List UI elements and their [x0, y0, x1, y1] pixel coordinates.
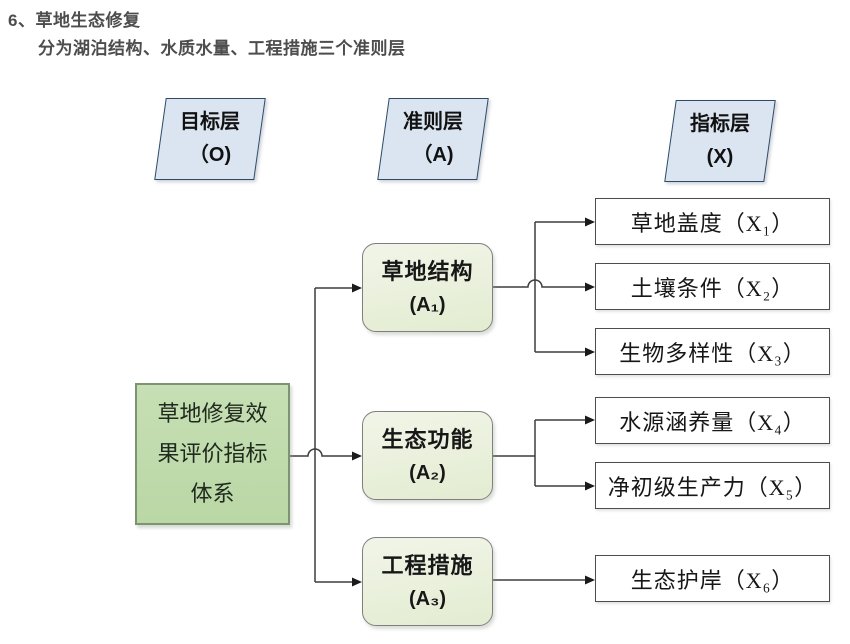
indicator-box-x3: 生物多样性（X₃） — [595, 328, 830, 375]
section-title: 6、草地生态修复 — [8, 11, 141, 30]
goal-label: 草地修复效果评价指标体系 — [157, 401, 268, 506]
arrowhead-a2 — [352, 451, 362, 461]
layer-header-criteria: 准则层 （A) — [377, 98, 489, 180]
layer-code: （A) — [412, 144, 454, 166]
criteria-code: (A₂) — [409, 461, 446, 484]
arrowhead-a3 — [352, 577, 362, 587]
indicator-box-x1: 草地盖度（X₁） — [595, 198, 830, 245]
arrowhead-x1 — [585, 217, 595, 227]
indicator-box-x4: 水源涵养量（X₄） — [595, 397, 830, 444]
layer-code: （O) — [188, 144, 232, 166]
indicator-label: 生物多样性（X₃） — [619, 340, 806, 366]
arrowhead-x6 — [585, 575, 595, 585]
criteria-box-a3: 工程措施 (A₃) — [362, 537, 493, 626]
arrowhead-x3 — [585, 347, 595, 357]
layer-label: 指标层 — [690, 113, 750, 135]
criteria-label: 工程措施 — [381, 552, 474, 578]
layer-header-indicator: 指标层 (X) — [664, 100, 776, 182]
criteria-box-a1: 草地结构 (A₁) — [362, 243, 493, 332]
arrowhead-x4 — [585, 415, 595, 425]
criteria-label: 生态功能 — [381, 426, 474, 452]
criteria-label: 草地结构 — [381, 258, 474, 284]
layer-header-goal: 目标层 （O) — [154, 98, 266, 180]
section-subtitle: 分为湖泊结构、水质水量、工程措施三个准则层 — [38, 39, 406, 58]
indicator-box-x2: 土壤条件（X₂） — [595, 263, 830, 310]
indicator-label: 净初级生产力（X₅） — [607, 474, 818, 500]
arrowhead-x2 — [585, 282, 595, 292]
edge-goal-a2 — [290, 448, 352, 457]
criteria-code: (A₁) — [409, 293, 446, 316]
indicator-label: 土壤条件（X₂） — [630, 275, 795, 301]
edge-a1-x2 — [493, 279, 585, 288]
criteria-code: (A₃) — [408, 587, 446, 610]
layer-label: 准则层 — [403, 111, 463, 133]
layer-label: 目标层 — [180, 111, 240, 133]
indicator-box-x6: 生态护岸（X₆） — [595, 555, 830, 602]
goal-box: 草地修复效果评价指标体系 — [135, 383, 290, 525]
indicator-label: 草地盖度（X₁） — [630, 210, 795, 236]
indicator-box-x5: 净初级生产力（X₅） — [595, 462, 830, 509]
arrowhead-x5 — [585, 481, 595, 491]
arrowhead-a1 — [352, 283, 362, 293]
indicator-label: 水源涵养量（X₄） — [619, 409, 806, 435]
criteria-box-a2: 生态功能 (A₂) — [362, 411, 493, 500]
layer-code: (X) — [706, 146, 734, 168]
indicator-label: 生态护岸（X₆） — [630, 567, 795, 593]
